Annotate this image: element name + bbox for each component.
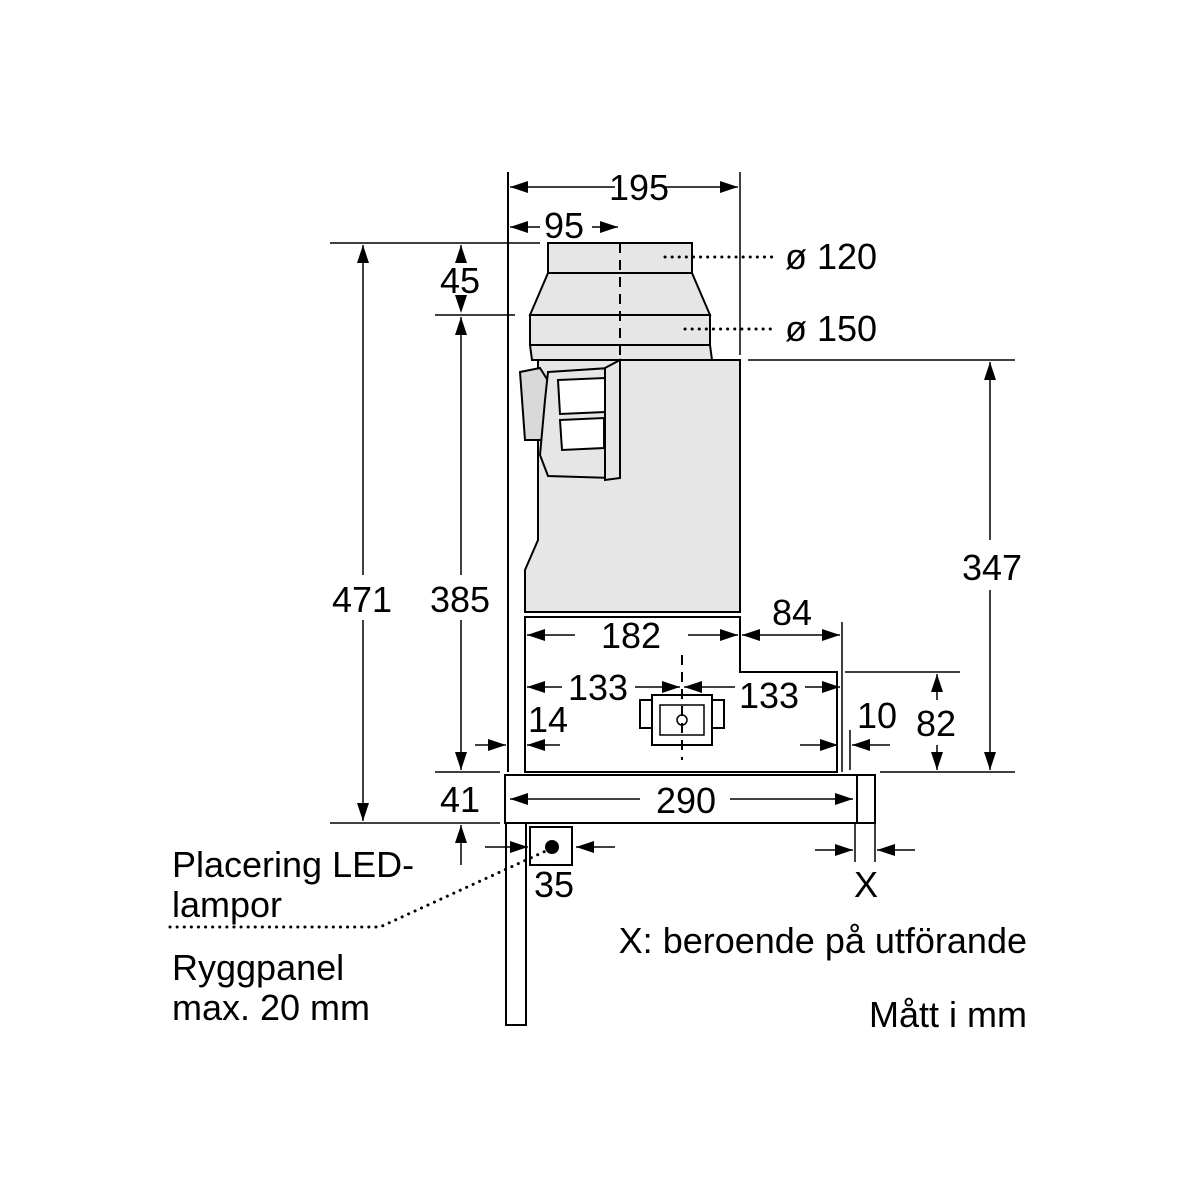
dim-14: 14 bbox=[528, 699, 568, 740]
dim-290: 290 bbox=[656, 780, 716, 821]
led-lamp-icon bbox=[545, 840, 559, 854]
dim-133-right: 133 bbox=[739, 675, 799, 716]
dim-347: 347 bbox=[962, 547, 1022, 588]
dim-x: X bbox=[854, 864, 878, 905]
dim-35: 35 bbox=[534, 864, 574, 905]
dim-10: 10 bbox=[857, 695, 897, 736]
dim-84: 84 bbox=[772, 592, 812, 633]
duct-connector bbox=[528, 242, 714, 361]
hood-upper-body bbox=[518, 358, 741, 613]
dim-471: 471 bbox=[332, 579, 392, 620]
wall-panel bbox=[505, 172, 527, 1026]
dim-195: 195 bbox=[609, 167, 669, 208]
dotted-leaders bbox=[168, 255, 777, 929]
hood-lower-body bbox=[524, 616, 838, 773]
rear-panel-label-line1: Ryggpanel bbox=[172, 947, 344, 988]
dim-133-left: 133 bbox=[568, 667, 628, 708]
motor-icon bbox=[639, 694, 725, 746]
x-variant-note: X: beroende på utförande bbox=[619, 920, 1027, 961]
dim-385: 385 bbox=[430, 579, 490, 620]
dim-45: 45 bbox=[440, 260, 480, 301]
diameter-120-label: ø 120 bbox=[785, 236, 877, 277]
extension-lines bbox=[330, 172, 1015, 862]
dim-95: 95 bbox=[544, 205, 584, 246]
diameter-150-label: ø 150 bbox=[785, 308, 877, 349]
led-placement-label-line1: Placering LED- bbox=[172, 844, 414, 885]
units-note: Mått i mm bbox=[869, 994, 1027, 1035]
dimension-lines bbox=[357, 181, 996, 865]
dimension-labels: 195 95 45 471 385 347 182 84 133 133 14 … bbox=[332, 167, 1022, 905]
rear-panel-label-line2: max. 20 mm bbox=[172, 987, 370, 1028]
dim-82: 82 bbox=[916, 703, 956, 744]
led-placement-label-line2: lampor bbox=[172, 884, 282, 925]
dim-182: 182 bbox=[601, 615, 661, 656]
callout-labels: ø 120 ø 150 Placering LED- lampor Ryggpa… bbox=[172, 236, 1027, 1035]
dim-41: 41 bbox=[440, 779, 480, 820]
